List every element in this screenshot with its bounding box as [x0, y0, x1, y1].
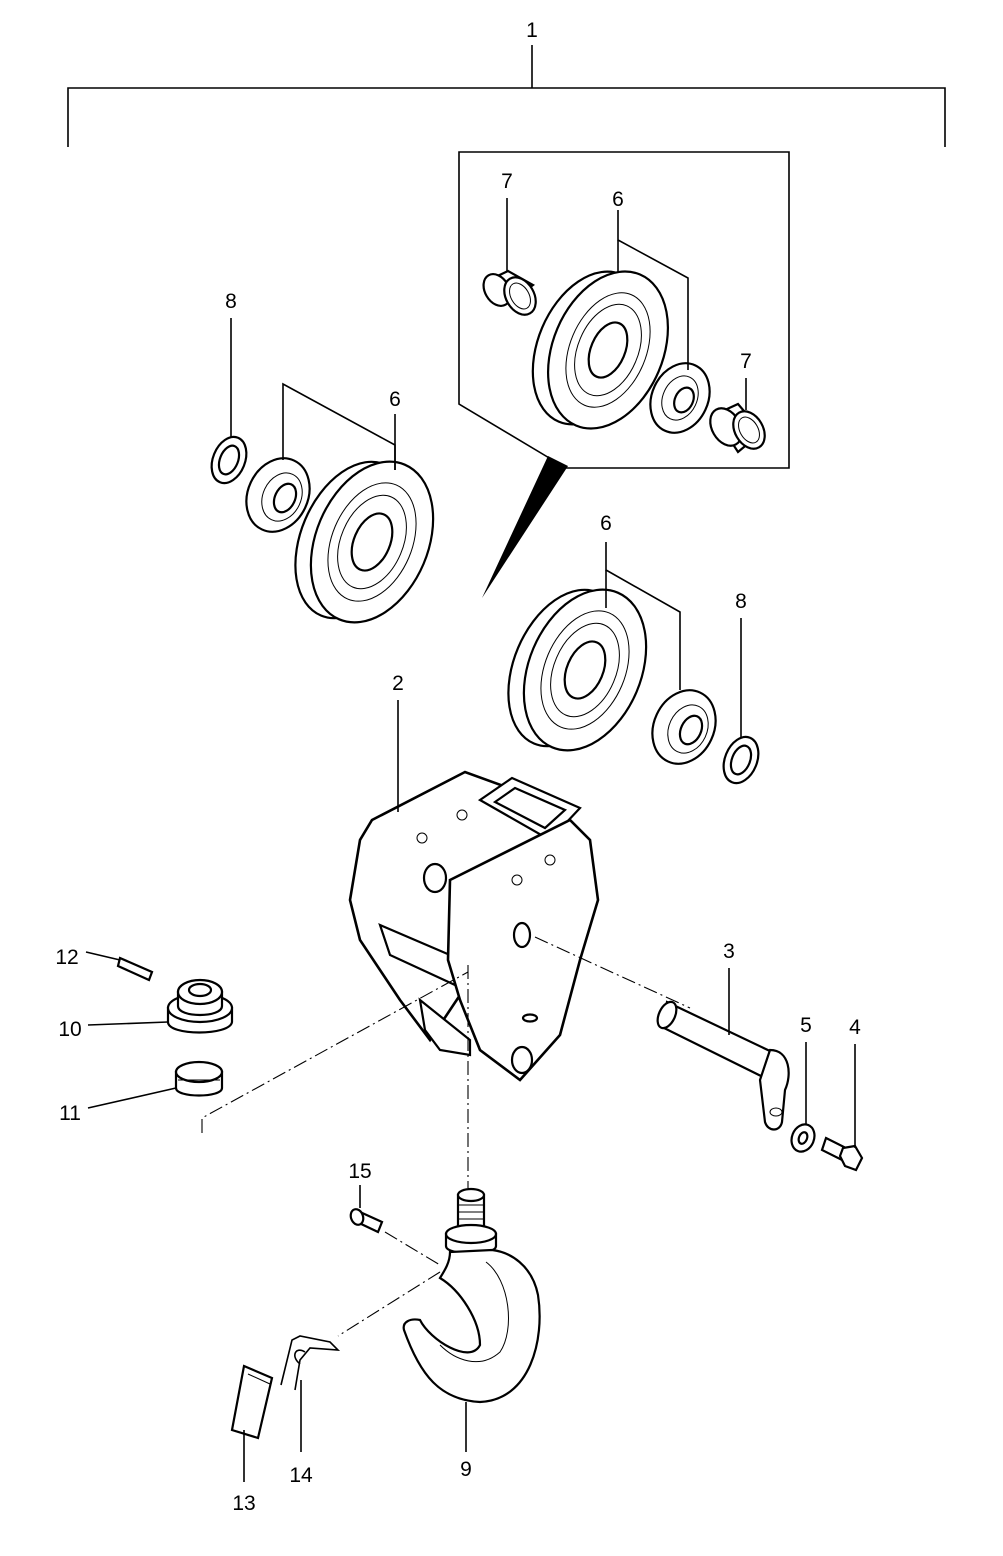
callout-11: 11 — [59, 1102, 81, 1125]
bearing-right — [651, 689, 717, 765]
inset-bushing-upper — [482, 269, 537, 316]
callout-1: 1 — [526, 19, 538, 42]
callout-10: 10 — [58, 1018, 81, 1041]
callout-6-inset: 6 — [612, 188, 624, 211]
callout-4: 4 — [849, 1016, 861, 1039]
latch-plate — [230, 1364, 274, 1482]
inset-bushing-lower — [709, 402, 766, 454]
seal-ring-left — [210, 435, 248, 485]
inset-bearing — [649, 362, 711, 434]
axle-pin — [656, 968, 790, 1131]
detail-inset — [458, 151, 790, 598]
callout-7-upper: 7 — [501, 170, 513, 193]
wheel-right — [507, 588, 648, 752]
callout-8-left: 8 — [225, 290, 237, 313]
grommet — [87, 1060, 224, 1109]
wheel-group-right — [507, 542, 760, 785]
callout-13: 13 — [232, 1492, 255, 1515]
hub-nut — [87, 978, 234, 1034]
callout-6-right: 6 — [600, 512, 612, 535]
trolley-frame — [348, 700, 600, 1082]
callout-6-left: 6 — [389, 388, 401, 411]
latch-spring — [280, 1335, 341, 1452]
callout-12: 12 — [55, 946, 78, 969]
assembly-bracket — [67, 45, 946, 147]
inset-pointer — [482, 456, 568, 598]
callout-2: 2 — [392, 672, 404, 695]
assembly-centerlines — [201, 936, 691, 1337]
bearing-left — [245, 457, 311, 533]
washer — [790, 1042, 816, 1153]
hook — [402, 1187, 541, 1452]
wheel-group-left — [210, 318, 435, 624]
callout-15: 15 — [348, 1160, 371, 1183]
seal-ring-right — [722, 735, 760, 785]
small-bolt — [349, 1185, 384, 1234]
callout-9: 9 — [460, 1458, 472, 1481]
roll-pin — [85, 951, 154, 982]
callout-3: 3 — [723, 940, 735, 963]
inset-wheel — [531, 270, 670, 430]
callout-14: 14 — [289, 1464, 313, 1487]
callout-labels: 1 2 3 4 5 6 6 6 7 7 8 8 9 10 11 12 13 14… — [55, 19, 861, 1515]
callout-8-right: 8 — [735, 590, 747, 613]
bolt — [820, 1044, 864, 1172]
callout-5: 5 — [800, 1014, 812, 1037]
callout-7-lower: 7 — [740, 350, 752, 373]
wheel-left — [294, 460, 435, 624]
